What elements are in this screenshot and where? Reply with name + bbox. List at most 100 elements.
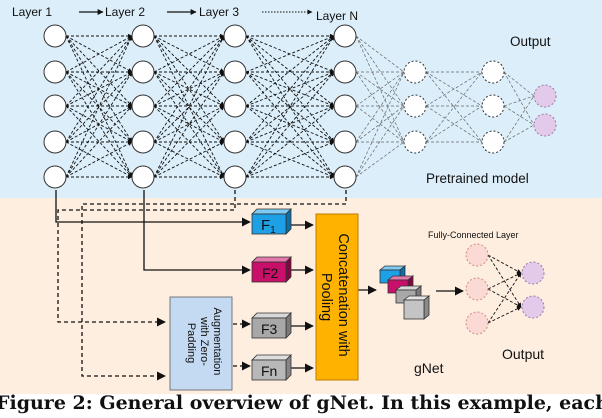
connection-line [425,105,483,143]
network-node [333,94,357,118]
output-node [533,84,557,108]
connection-line [153,141,225,178]
connection-line [65,35,133,73]
connection-line [153,71,225,107]
connection-line [425,105,483,143]
layer-n-label: Layer N [316,9,358,23]
pretrained-model-region [0,0,602,198]
fc-node [465,311,489,335]
connection-line [355,35,405,107]
connection-line [153,105,225,143]
connection-line [245,71,335,178]
network-node [223,94,247,118]
network-node [333,60,357,84]
connection-line [245,35,335,107]
fc-node [465,243,489,267]
connection-line [245,105,335,143]
fc-output-node [521,261,545,285]
feature-cube-fn: Fn [251,354,292,381]
connection-line [355,105,405,143]
network-node [131,165,155,189]
connection-line [153,71,225,178]
connection-line [65,71,133,143]
connection-line [245,35,335,178]
concatenation-box [315,213,359,381]
figure-caption: Figure 2: General overview of gNet. In t… [0,392,602,414]
fully-connected-layer [465,243,545,335]
fc-connection [487,272,522,290]
connection-line [355,71,405,143]
connection-line [503,71,535,126]
fc-connection [487,288,522,308]
connection-line [65,105,133,178]
layer-1-label: Layer 1 [12,5,52,19]
connection-line [245,71,335,178]
layer-connections [65,33,535,180]
network-node [223,24,247,48]
connection-line [153,35,225,73]
network-node [333,24,357,48]
output-node [533,113,557,137]
network-node [223,130,247,154]
augmentation-label: Augmentation with Zero- Padding [185,308,223,379]
network-node [43,165,67,189]
connection-line [153,35,225,178]
connection-line [65,71,133,178]
connection-line [245,35,335,178]
concatenated-feature-stack [378,265,431,320]
connection-line [153,35,225,107]
gnet-region [0,198,602,394]
network-node [481,94,505,118]
feature-extraction-paths [55,190,464,381]
connection-line [355,71,405,178]
connection-line [153,71,225,143]
connection-line [153,71,225,107]
connection-line [153,35,225,107]
connection-line [153,71,225,143]
feature-cube-f1: F1 [251,208,292,236]
connection-line [65,71,133,143]
feature-f2-label: F2 [262,265,279,281]
network-node [131,94,155,118]
connection-line [153,35,225,143]
network-node [481,60,505,84]
network-node [131,60,155,84]
connection-line [153,105,225,178]
fc-connection [487,254,522,274]
network-node [223,60,247,84]
connection-line [245,35,335,143]
connection-line [153,141,225,178]
fc-connection [487,306,522,324]
connection-line [153,105,225,143]
connection-line [245,35,335,73]
connection-line [153,35,225,143]
fc-layer-label: Fully-Connected Layer [428,230,519,240]
network-node [403,60,427,84]
fc-connection [487,254,522,308]
gnet-label: gNet [414,360,444,376]
connection-line [65,35,133,143]
connection-line [245,141,335,178]
network-nodes [43,24,557,189]
network-node [43,60,67,84]
connection-line [245,71,335,107]
layer-2-label: Layer 2 [105,5,145,19]
connection-line [355,35,405,143]
connection-line [65,141,133,178]
connection-line [65,35,133,107]
network-node [131,130,155,154]
fc-node [465,277,489,301]
feature-fn-label: Fn [261,363,277,379]
feature-f3-label: F3 [261,321,278,337]
feature-cube-f2: F2 [251,256,292,283]
connection-line [153,71,225,178]
connection-line [153,105,225,178]
connection-line [153,35,225,73]
connection-line [245,105,335,178]
connection-line [503,105,535,126]
network-node [333,130,357,154]
network-node [333,165,357,189]
network-node [223,165,247,189]
connection-line [503,95,535,107]
